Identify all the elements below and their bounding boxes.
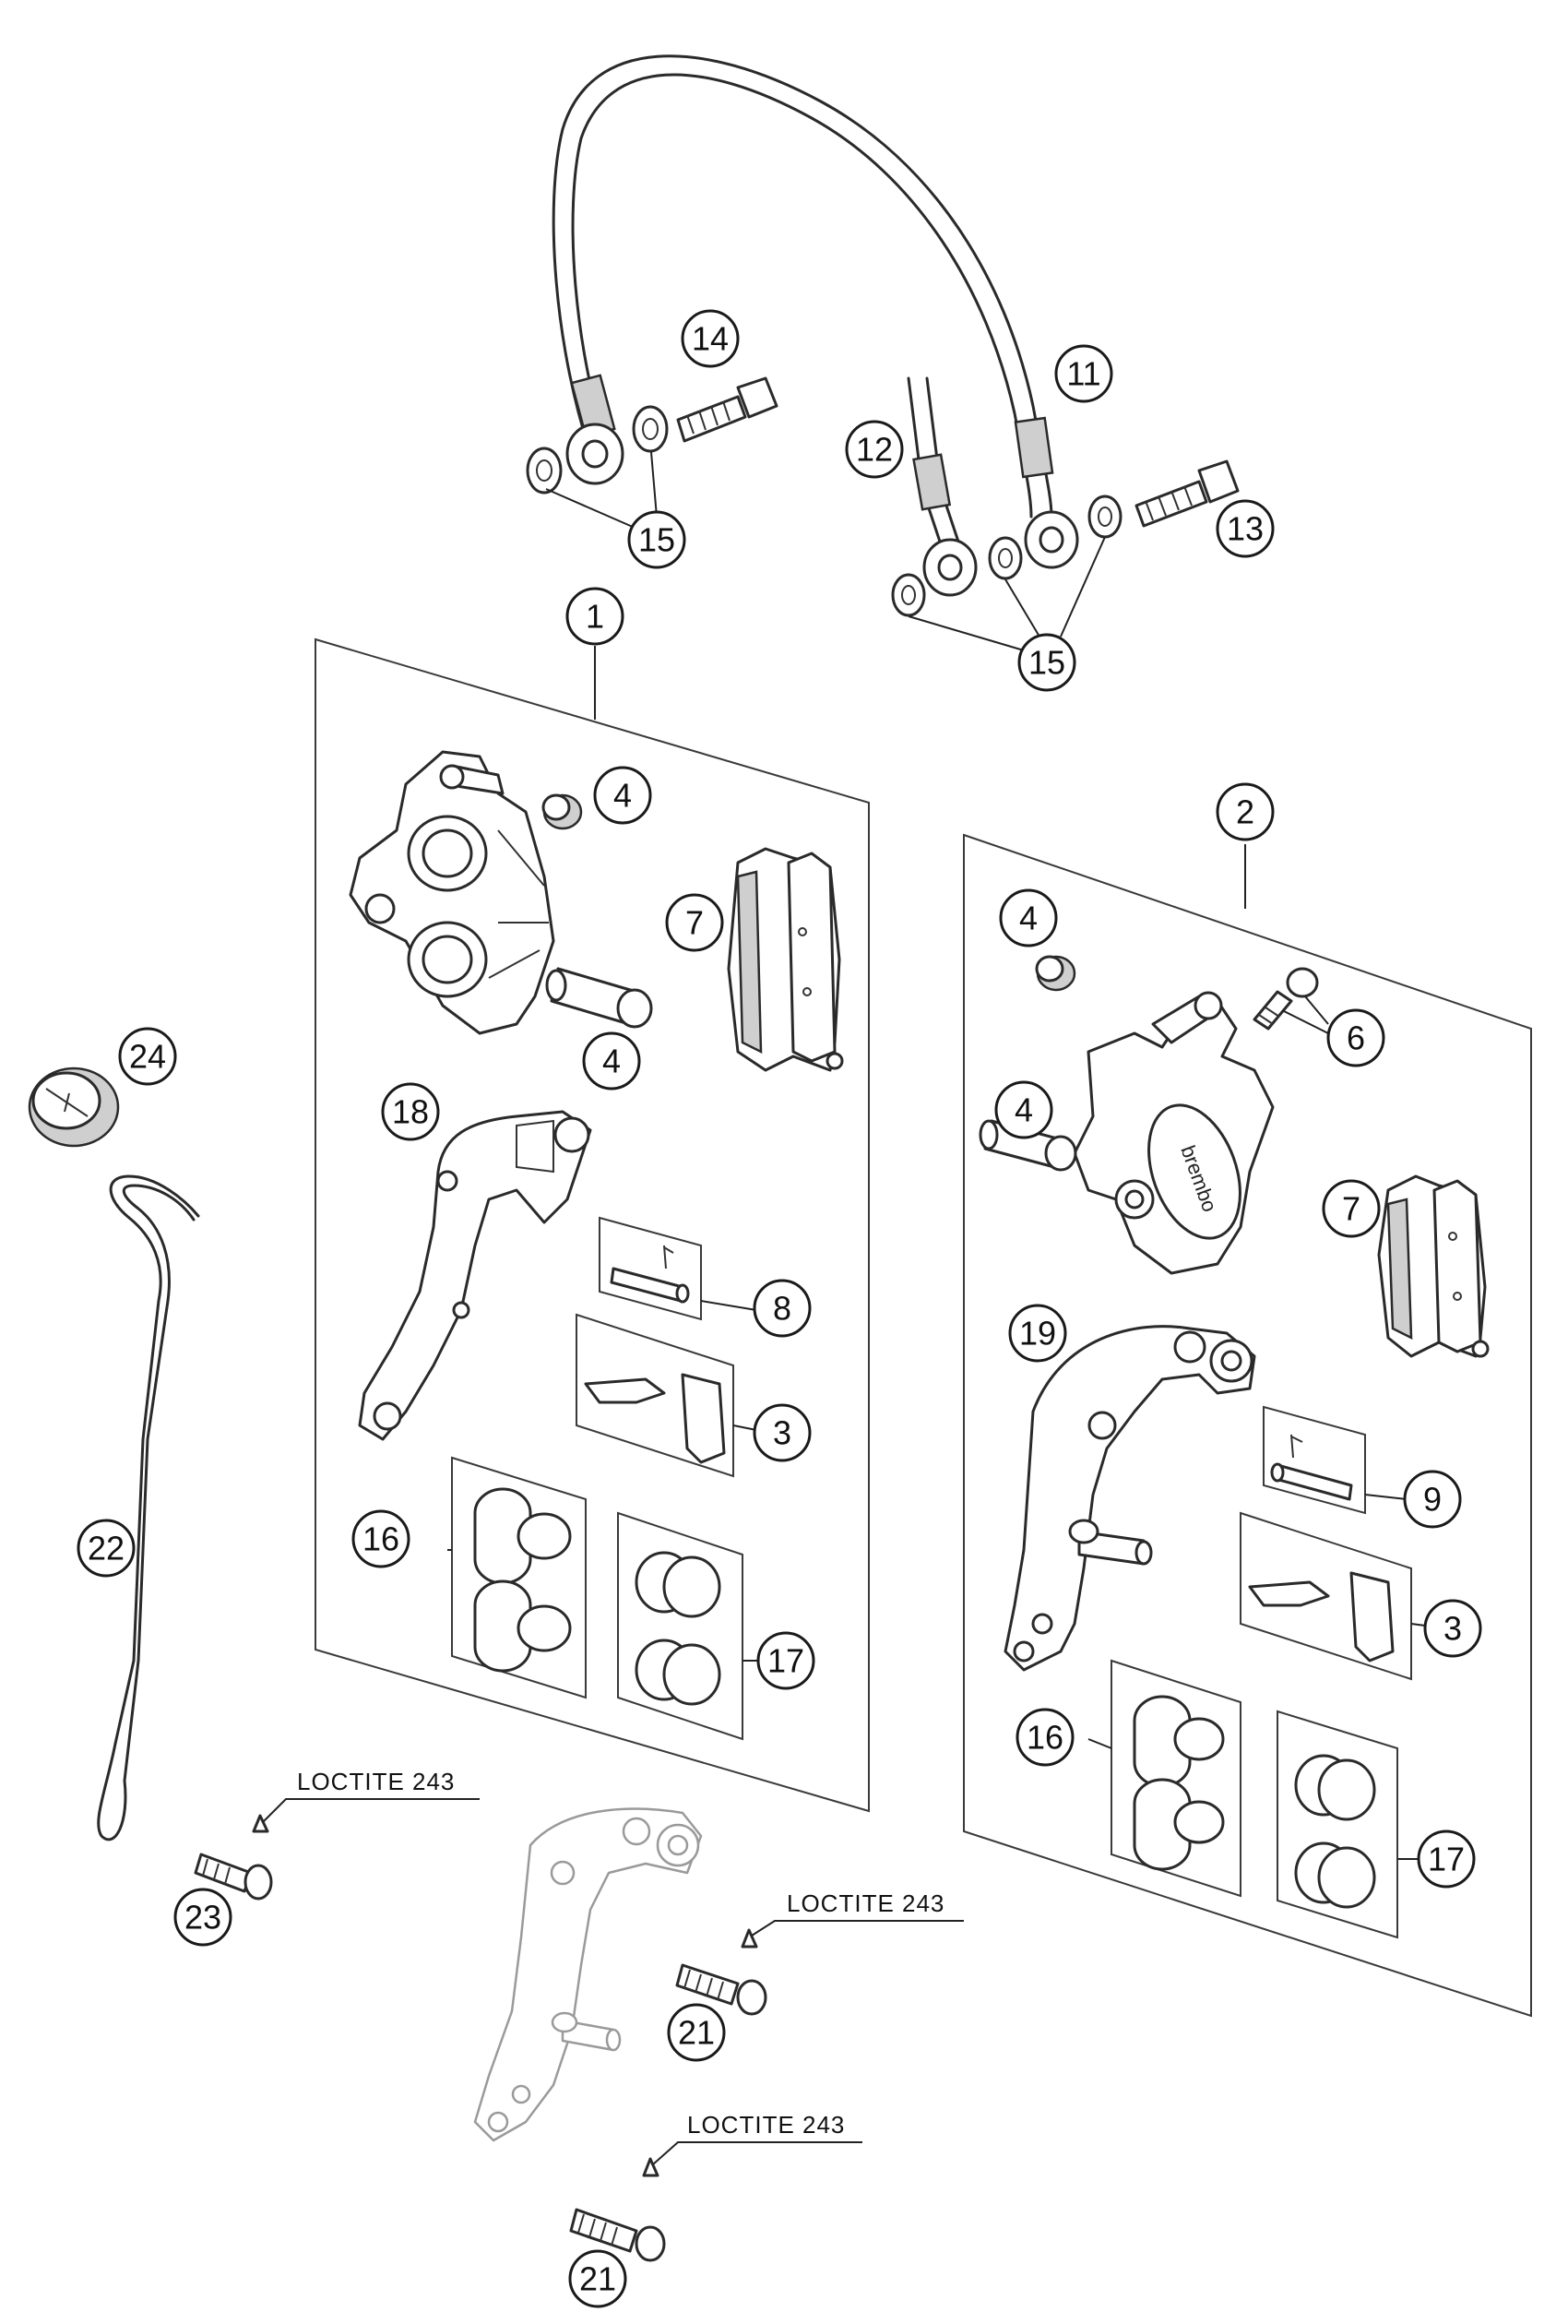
callout-16-a: 16 (351, 1509, 410, 1568)
bolt-21-lower (569, 2141, 862, 2262)
svg-text:4: 4 (1019, 900, 1038, 937)
bleeder-valve-6 (1253, 967, 1329, 1034)
retaining-wire-22 (97, 1174, 200, 1841)
bolt-21-upper (675, 1920, 964, 2016)
callout-21-b: 21 (568, 2249, 627, 2308)
svg-text:11: 11 (1066, 355, 1100, 393)
svg-text:17: 17 (767, 1642, 804, 1680)
pin-4-left (545, 967, 653, 1029)
callout-16-b: 16 (1016, 1708, 1075, 1767)
svg-text:3: 3 (773, 1414, 791, 1452)
svg-text:22: 22 (88, 1530, 125, 1567)
leaders-15 (545, 451, 1106, 651)
piston-kit-16-right (1087, 1659, 1241, 1898)
callout-4-d: 4 (994, 1080, 1053, 1139)
callout-8: 8 (753, 1279, 812, 1338)
svg-text:18: 18 (392, 1093, 429, 1131)
svg-text:24: 24 (129, 1038, 166, 1076)
banjo-bolt-13 (1134, 459, 1240, 528)
svg-text:21: 21 (579, 2260, 616, 2298)
callout-6: 6 (1326, 1008, 1385, 1067)
svg-text:7: 7 (685, 904, 704, 942)
callout-1: 1 (565, 587, 624, 646)
svg-text:4: 4 (1015, 1091, 1033, 1129)
callout-4-b: 4 (582, 1031, 641, 1090)
callout-21-a: 21 (667, 2003, 726, 2062)
banjo-fitting-right (891, 495, 1123, 617)
callout-11: 11 (1054, 344, 1113, 403)
caliper-bracket-19 (1004, 1325, 1256, 1672)
svg-text:6: 6 (1347, 1019, 1365, 1057)
svg-text:8: 8 (773, 1290, 791, 1328)
bleed-cap-4-left (541, 793, 583, 830)
callout-14: 14 (681, 309, 740, 368)
loctite-note-3: LOCTITE 243 (687, 2111, 845, 2139)
svg-text:3: 3 (1443, 1610, 1462, 1648)
spring-kit-3-left (576, 1313, 757, 1478)
callout-24: 24 (118, 1027, 177, 1086)
svg-text:7: 7 (1342, 1190, 1360, 1228)
brake-hose-12 (907, 376, 961, 546)
callout-2: 2 (1216, 782, 1275, 841)
grommet-24 (28, 1067, 120, 1148)
svg-text:16: 16 (1027, 1719, 1063, 1757)
seal-kit-17-left (617, 1511, 758, 1741)
loctite-note-1: LOCTITE 243 (297, 1768, 455, 1795)
brake-caliper-left (349, 750, 555, 1035)
brake-pads-7-right (1377, 1174, 1490, 1358)
callout-15-left: 15 (627, 510, 686, 569)
bleed-cap-4-right (1035, 955, 1076, 992)
pin-kit-8 (599, 1216, 757, 1321)
callout-23: 23 (173, 1888, 232, 1947)
svg-text:19: 19 (1019, 1315, 1056, 1353)
svg-text:12: 12 (856, 431, 893, 469)
piston-kit-16-left (447, 1456, 587, 1699)
svg-text:14: 14 (692, 320, 729, 358)
svg-text:15: 15 (1028, 644, 1065, 682)
callout-12: 12 (845, 420, 904, 479)
svg-text:16: 16 (362, 1520, 399, 1558)
svg-text:2: 2 (1236, 793, 1254, 831)
svg-text:13: 13 (1227, 510, 1264, 548)
spring-kit-3-right (1240, 1511, 1426, 1681)
callout-3-a: 3 (753, 1403, 812, 1462)
callout-9: 9 (1403, 1470, 1462, 1529)
callout-22: 22 (77, 1519, 136, 1578)
svg-text:21: 21 (678, 2014, 715, 2052)
callout-19: 19 (1008, 1304, 1067, 1363)
brake-pads-7-left (727, 847, 844, 1072)
banjo-bolt-14 (676, 376, 778, 443)
brake-caliper-right: brembo (1073, 991, 1275, 1275)
svg-text:17: 17 (1428, 1841, 1465, 1878)
callout-3-b: 3 (1423, 1599, 1482, 1658)
callout-4-c: 4 (999, 888, 1058, 947)
callout-17-b: 17 (1417, 1829, 1476, 1889)
svg-text:23: 23 (184, 1899, 221, 1937)
loctite-note-2: LOCTITE 243 (787, 1889, 944, 1917)
callout-7-b: 7 (1322, 1179, 1381, 1238)
pin-kit-9 (1263, 1405, 1408, 1515)
svg-text:9: 9 (1423, 1481, 1442, 1519)
svg-text:4: 4 (613, 777, 632, 815)
brake-hose-11 (552, 54, 1054, 518)
callout-18: 18 (381, 1082, 440, 1141)
svg-text:15: 15 (638, 521, 675, 559)
callout-15-right: 15 (1017, 633, 1076, 692)
pin-4-right (979, 1119, 1077, 1172)
bolt-23 (194, 1798, 480, 1901)
svg-text:1: 1 (586, 598, 604, 636)
callout-13: 13 (1216, 499, 1275, 558)
callout-17-a: 17 (756, 1631, 815, 1690)
caliper-bracket-18 (358, 1110, 592, 1441)
callout-4-a: 4 (593, 766, 652, 825)
seal-kit-17-right (1277, 1710, 1420, 1939)
callout-7-a: 7 (665, 893, 724, 952)
banjo-fitting-left (526, 405, 669, 495)
bracket-reference-outline (473, 1807, 703, 2142)
svg-text:4: 4 (602, 1043, 621, 1080)
